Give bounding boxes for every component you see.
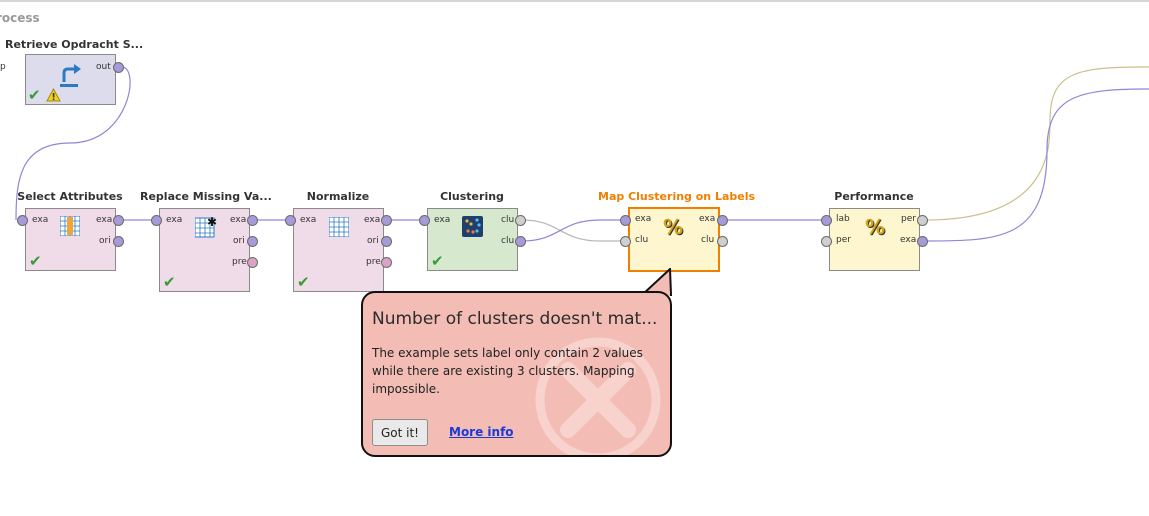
- port-label: exa: [635, 214, 652, 224]
- wire-performance-exa-out: [924, 88, 1149, 242]
- clustering-clu-out-port-2[interactable]: [515, 236, 526, 247]
- map-clustering-exa-in-port[interactable]: [620, 215, 631, 226]
- percent-icon: %: [865, 215, 886, 239]
- svg-text:✱: ✱: [207, 216, 217, 229]
- port-label: clu: [701, 235, 715, 245]
- performance-operator[interactable]: % lab per per exa: [829, 208, 920, 271]
- performance-per-in-port[interactable]: [821, 236, 832, 247]
- more-info-link[interactable]: More info: [449, 425, 514, 439]
- retrieve-out-port[interactable]: [113, 62, 124, 73]
- clustering-title: Clustering: [440, 190, 504, 203]
- clustering-exa-in-port[interactable]: [419, 215, 430, 226]
- percent-icon: %: [663, 215, 684, 239]
- port-label: pre: [366, 257, 381, 267]
- got-it-button[interactable]: Got it!: [372, 419, 428, 446]
- replace-missing-exa-in-port[interactable]: [151, 215, 162, 226]
- wire-retrieve-to-select: [15, 66, 131, 221]
- normalize-icon: [329, 217, 349, 237]
- wire-clustering-clu1: [521, 219, 626, 242]
- status-ok-icon: ✔: [297, 273, 310, 291]
- top-divider: [0, 0, 1149, 2]
- normalize-exa-in-port[interactable]: [285, 215, 296, 226]
- port-label: exa: [699, 214, 716, 224]
- clustering-clu-out-port-1[interactable]: [515, 215, 526, 226]
- replace-missing-icon: ✱: [195, 216, 217, 238]
- normalize-title: Normalize: [306, 190, 370, 203]
- replace-missing-title: Replace Missing Va...: [140, 190, 272, 203]
- warning-icon: [46, 88, 61, 102]
- port-label: exa: [900, 235, 917, 245]
- port-label: exa: [434, 215, 451, 225]
- performance-exa-out-port[interactable]: [917, 236, 928, 247]
- select-attributes-ori-port[interactable]: [113, 236, 124, 247]
- port-label: clu: [501, 215, 515, 225]
- port-label: exa: [300, 215, 317, 225]
- table-select-icon: [60, 216, 80, 236]
- select-attributes-exa-in-port[interactable]: [17, 215, 28, 226]
- map-clustering-title: Map Clustering on Labels: [598, 190, 756, 203]
- port-label: per: [901, 214, 916, 224]
- performance-per-out-port[interactable]: [917, 215, 928, 226]
- tooltip-title: Number of clusters doesn't mat...: [372, 309, 658, 329]
- status-ok-icon: ✔: [29, 252, 42, 270]
- select-attributes-title: Select Attributes: [17, 190, 123, 203]
- replace-missing-exa-out-port[interactable]: [247, 215, 258, 226]
- port-label: exa: [364, 215, 381, 225]
- port-label: exa: [96, 215, 113, 225]
- performance-title: Performance: [834, 190, 914, 203]
- retrieve-title: Retrieve Opdracht S...: [5, 38, 144, 51]
- port-label: per: [836, 235, 851, 245]
- process-input-port-label: p: [0, 62, 6, 72]
- port-label: exa: [32, 215, 49, 225]
- select-attributes-exa-out-port[interactable]: [113, 215, 124, 226]
- replace-missing-ori-port[interactable]: [247, 236, 258, 247]
- retrieve-operator[interactable]: ✔ out: [25, 54, 116, 105]
- status-ok-icon: ✔: [431, 252, 444, 270]
- replace-missing-operator[interactable]: ✱ ✔ exa exa ori pre: [159, 208, 250, 292]
- replace-missing-pre-port[interactable]: [247, 257, 258, 268]
- normalize-ori-port[interactable]: [381, 236, 392, 247]
- map-clustering-operator[interactable]: % exa clu exa clu: [628, 207, 720, 272]
- clustering-operator[interactable]: ✔ exa clu clu: [427, 208, 518, 271]
- map-clustering-exa-out-port[interactable]: [717, 215, 728, 226]
- wire-clustering-clu2: [521, 219, 626, 242]
- port-label: exa: [230, 215, 247, 225]
- process-breadcrumb: rocess: [0, 11, 40, 25]
- error-tooltip: Number of clusters doesn't mat... The ex…: [361, 291, 672, 457]
- port-label: ori: [233, 236, 245, 246]
- port-label: exa: [166, 215, 183, 225]
- port-label: clu: [635, 235, 649, 245]
- normalize-operator[interactable]: ✔ exa exa ori pre: [293, 208, 384, 292]
- wire-performance-per-out: [924, 66, 1149, 221]
- map-clustering-clu-out-port[interactable]: [717, 236, 728, 247]
- port-label: lab: [836, 214, 850, 224]
- port-label: out: [96, 62, 111, 72]
- port-label: ori: [367, 236, 379, 246]
- select-attributes-operator[interactable]: ✔ exa exa ori: [25, 208, 116, 271]
- port-label: pre: [232, 257, 247, 267]
- port-label: ori: [99, 236, 111, 246]
- retrieve-icon: [60, 64, 81, 87]
- status-ok-icon: ✔: [28, 86, 41, 104]
- performance-lab-in-port[interactable]: [821, 215, 832, 226]
- normalize-pre-port[interactable]: [381, 257, 392, 268]
- error-x-watermark-icon: [535, 337, 661, 455]
- normalize-exa-out-port[interactable]: [381, 215, 392, 226]
- port-label: clu: [501, 236, 515, 246]
- tooltip-message: The example sets label only contain 2 va…: [372, 346, 643, 396]
- clustering-icon: [462, 216, 483, 237]
- map-clustering-clu-in-port[interactable]: [620, 236, 631, 247]
- status-ok-icon: ✔: [163, 273, 176, 291]
